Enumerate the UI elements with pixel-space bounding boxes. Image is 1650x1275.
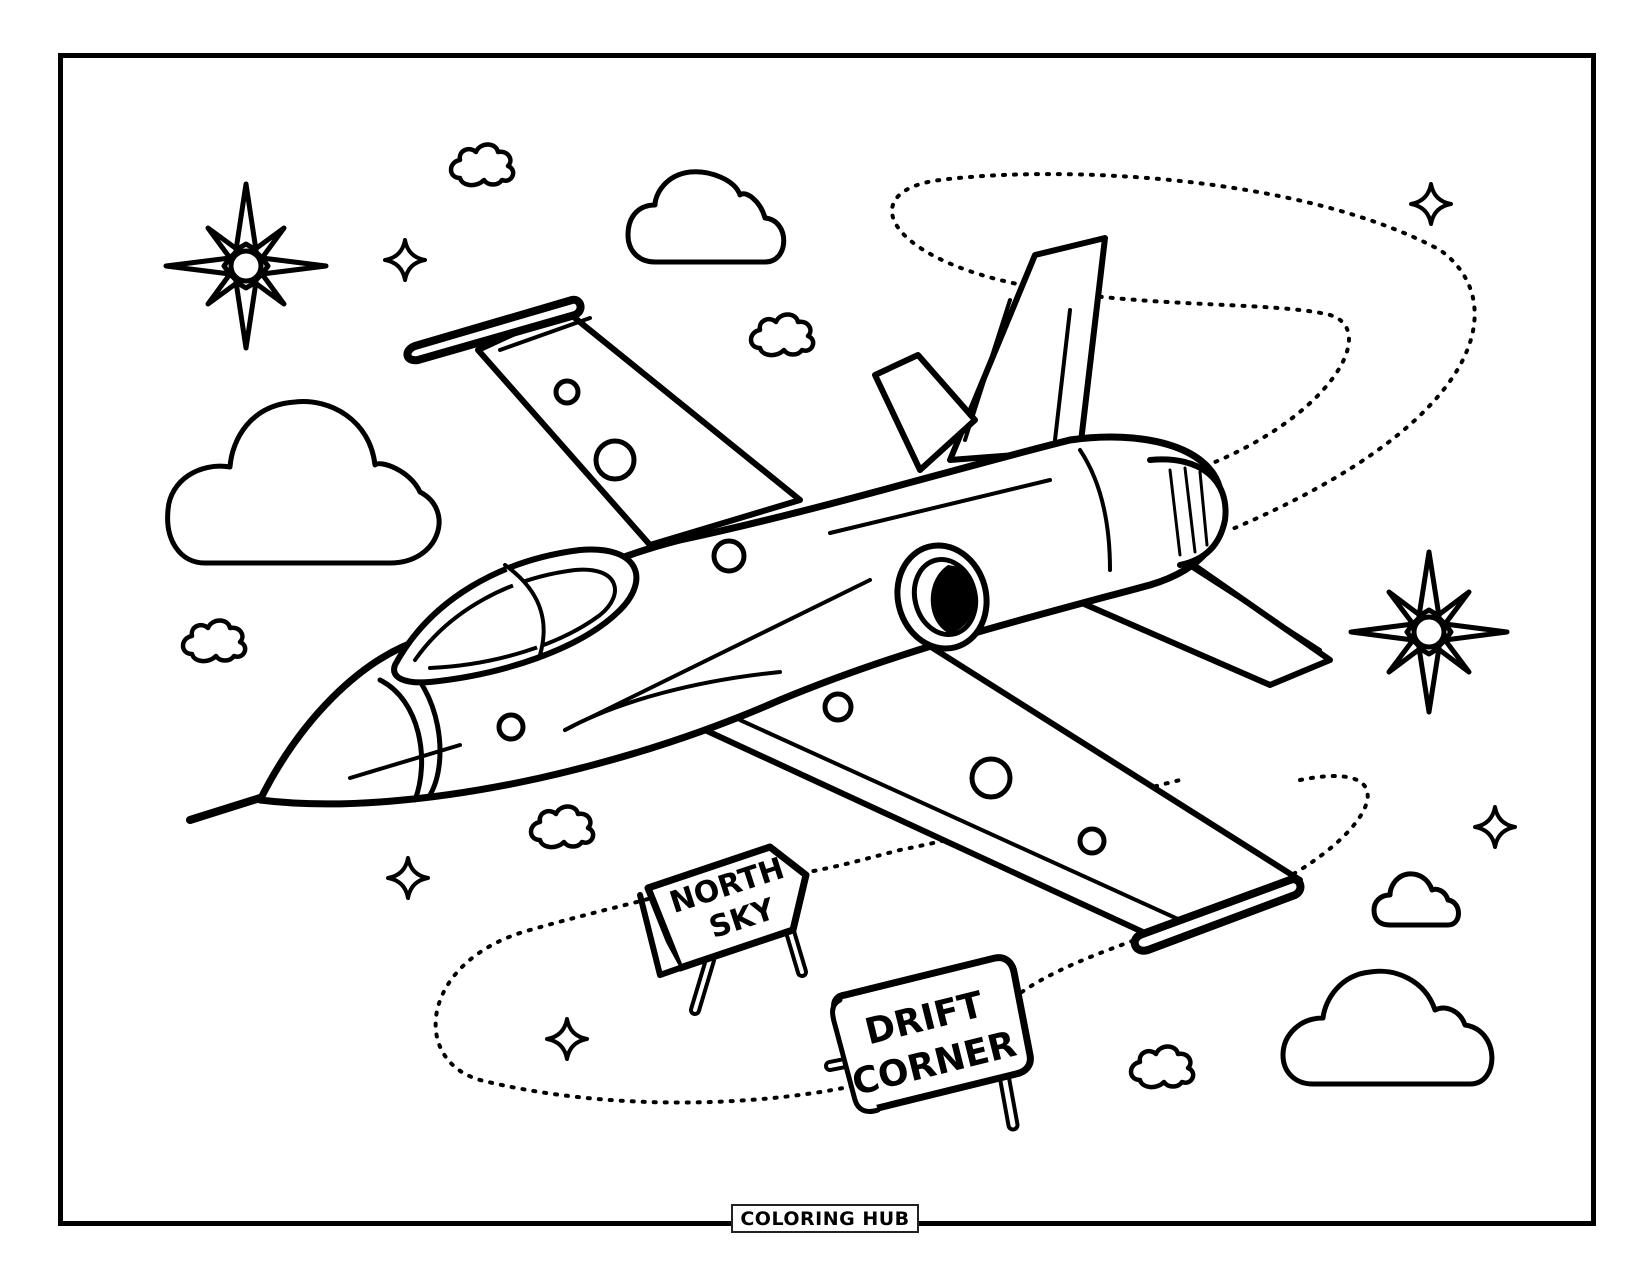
small-cloud-icon bbox=[448, 142, 516, 188]
cloud-icon bbox=[1280, 968, 1495, 1087]
compass-star-icon bbox=[1348, 549, 1510, 715]
sign-drift-corner: DRIFT CORNER bbox=[824, 954, 1034, 1132]
sign-north-sky: NORTH SKY bbox=[637, 843, 810, 1016]
brand-label: COLORING HUB bbox=[731, 1204, 919, 1233]
compass-star-icon bbox=[163, 181, 329, 351]
cloud-icon bbox=[165, 399, 442, 566]
cloud-icon bbox=[625, 169, 787, 265]
fighter-jet bbox=[186, 235, 1333, 955]
jet-rear-stabilizer bbox=[872, 352, 978, 473]
small-cloud-icon bbox=[1128, 1044, 1196, 1090]
small-cloud-icon bbox=[748, 312, 816, 358]
sparkle-icon bbox=[383, 182, 1517, 1061]
jet-portholes bbox=[496, 378, 1107, 856]
jet-engine-intake bbox=[894, 542, 990, 652]
small-cloud-icon bbox=[528, 804, 596, 850]
cloud-icon bbox=[1371, 871, 1461, 928]
small-cloud-icon bbox=[180, 618, 248, 664]
